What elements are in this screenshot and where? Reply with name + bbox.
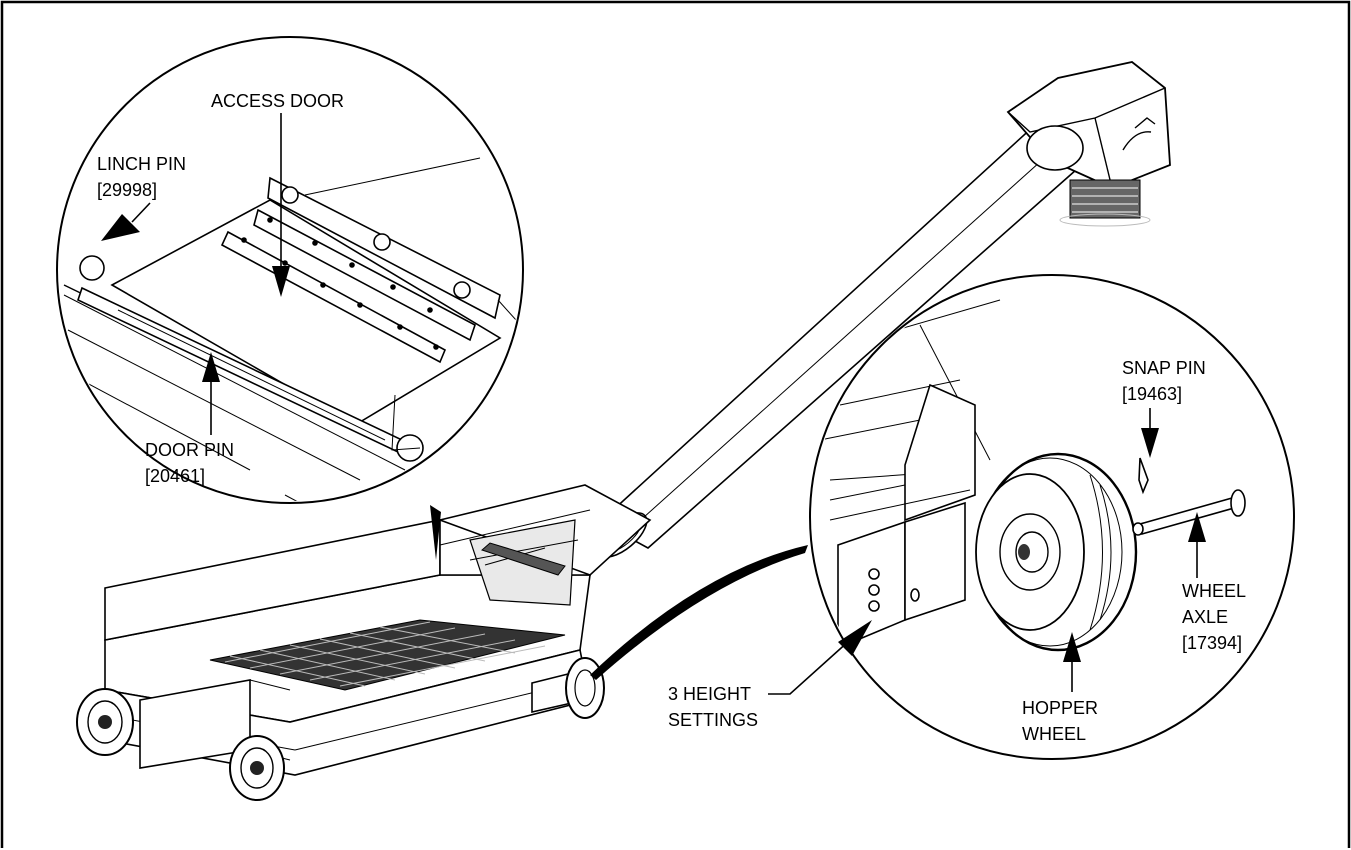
leader-door-pin bbox=[202, 352, 220, 435]
leader-linch-pin bbox=[101, 202, 151, 241]
label-hopper-wheel-line2: WHEEL bbox=[1022, 724, 1086, 744]
leader-access-door bbox=[272, 113, 290, 297]
label-hopper-wheel-line1: HOPPER bbox=[1022, 698, 1098, 718]
label-height-settings-line1: 3 HEIGHT bbox=[668, 684, 751, 704]
label-snap-pin: SNAP PIN bbox=[1122, 358, 1206, 378]
label-wheel-axle-part: [17394] bbox=[1182, 633, 1242, 653]
front-left-wheel bbox=[76, 688, 134, 756]
label-linch-pin: LINCH PIN bbox=[97, 154, 186, 174]
leader-snap-pin bbox=[1141, 408, 1159, 458]
access-door-detail bbox=[56, 36, 524, 504]
detail-link-right bbox=[590, 545, 808, 680]
hopper-wheel-detail bbox=[809, 274, 1295, 760]
detail-link-left bbox=[430, 505, 441, 560]
label-snap-pin-part: [19463] bbox=[1122, 384, 1182, 404]
leader-height-settings bbox=[768, 620, 872, 695]
hopper-body bbox=[104, 484, 652, 776]
label-access-door: ACCESS DOOR bbox=[211, 91, 344, 111]
label-wheel-axle-line1: WHEEL bbox=[1182, 581, 1246, 601]
front-right-wheel bbox=[229, 735, 285, 801]
discharge-spout-head bbox=[1006, 61, 1171, 227]
label-door-pin-part: [20461] bbox=[145, 466, 205, 486]
label-height-settings-line2: SETTINGS bbox=[668, 710, 758, 730]
label-linch-pin-part: [29998] bbox=[97, 180, 157, 200]
leader-hopper-wheel bbox=[1063, 632, 1081, 692]
label-door-pin: DOOR PIN bbox=[145, 440, 234, 460]
label-wheel-axle-line2: AXLE bbox=[1182, 607, 1228, 627]
hopper-wheel-small bbox=[565, 657, 605, 719]
leader-wheel-axle bbox=[1188, 512, 1206, 578]
